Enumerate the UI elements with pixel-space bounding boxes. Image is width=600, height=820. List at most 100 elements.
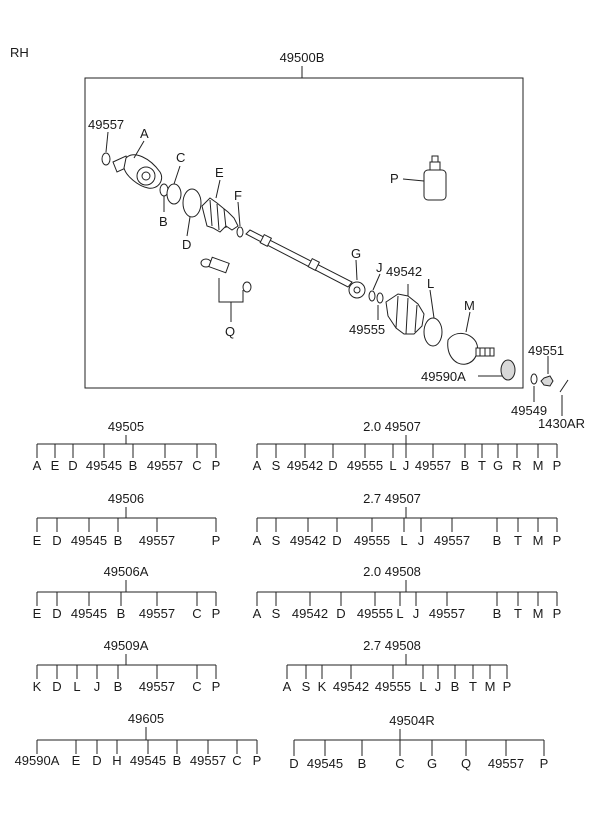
kit-item: E [51,458,60,473]
kit-item: 49557 [415,458,451,473]
kit-item: B [117,606,126,621]
kit-item: R [512,458,521,473]
kit-title: 49506A [104,564,149,579]
kit-item: G [493,458,503,473]
assembly-number: 49500B [280,50,325,65]
callout-a: A [140,126,149,141]
callout-49555: 49555 [349,322,385,337]
kit-item: D [328,458,337,473]
kit-tree-49509A: 49509A K D L J B 49557 C P [33,638,221,694]
kit-item: 49555 [375,679,411,694]
kit-item: M [533,533,544,548]
kit-item: L [400,533,407,548]
kit-item: 49557 [488,756,524,771]
kit-item: 49555 [354,533,390,548]
kit-item: T [514,606,522,621]
kit-item: B [493,533,502,548]
callout-g: G [351,246,361,261]
kit-item: C [192,606,201,621]
kit-item: C [192,458,201,473]
callout-b: B [159,214,168,229]
kit-item: 49555 [357,606,393,621]
boot-e-part [201,197,239,233]
kit-item: 49542 [333,679,369,694]
kit-tree-49507-2-7: 2.7 49507 A S 49542 D 49555 L J 49557 B … [253,491,562,548]
kit-title: 2.0 49508 [363,564,421,579]
kit-item: L [396,606,403,621]
callout-1430AR: 1430AR [538,416,585,431]
kit-item: 49557 [190,753,226,768]
assembly-frame [84,77,524,389]
kit-tree-49605: 49605 49590A E D H 49545 B 49557 C P [15,711,262,768]
band-d-part [182,188,202,218]
tripod-g-part [348,281,366,299]
kit-item: 49557 [147,458,183,473]
kit-item: 49545 [71,606,107,621]
callout-49549: 49549 [511,403,547,418]
kit-title: 49509A [104,638,149,653]
kit-item: D [332,533,341,548]
kit-item: S [302,679,311,694]
callout-q: Q [225,324,235,339]
kit-title: 49504R [389,713,435,728]
kit-item: J [413,606,420,621]
kit-item: A [253,458,262,473]
tripod-q-part [200,256,252,293]
kit-tree-49508-2-0: 2.0 49508 A S 49542 D 49555 L J 49557 B … [253,564,562,621]
kit-item: A [253,606,262,621]
kit-item: 49555 [347,458,383,473]
callout-d: D [182,237,191,252]
nut-part [540,375,554,387]
kit-item: C [192,679,201,694]
kit-item: D [68,458,77,473]
kit-item: T [514,533,522,548]
kit-item: P [212,458,221,473]
kit-item: P [553,533,562,548]
kit-title: 2.7 49508 [363,638,421,653]
leader-lines [105,131,563,416]
kit-item: 49557 [139,606,175,621]
kit-item: J [418,533,425,548]
kit-item: D [52,679,61,694]
kit-item: 49545 [86,458,122,473]
kit-item: B [358,756,367,771]
callout-p: P [390,171,399,186]
callout-c: C [176,150,185,165]
grease-bottle-part [423,155,447,201]
kit-item: D [92,753,101,768]
callouts: 49557 A C B D E F P G J 49542 L M Q 4955… [88,117,585,431]
kit-item: P [553,458,562,473]
kit-item: 49545 [71,533,107,548]
kit-title: 2.0 49507 [363,419,421,434]
callout-f: F [234,188,242,203]
kit-trees: 49505 A E D 49545 B 49557 C P 2.0 49507 … [15,419,562,771]
outer-cv-joint-part [112,154,163,189]
kit-item: 49542 [287,458,323,473]
clip-ring-part [101,152,111,166]
ring-49555-part [376,292,384,304]
kit-item: B [461,458,470,473]
kit-item: H [112,753,121,768]
kit-item: 49590A [15,753,60,768]
ring-49590A-part [500,359,516,381]
side-label: RH [10,45,29,60]
kit-item: B [129,458,138,473]
kit-item: P [540,756,549,771]
kit-item: J [403,458,410,473]
kit-item: P [212,679,221,694]
kit-tree-49505: 49505 A E D 49545 B 49557 C P [33,419,221,473]
kit-item: B [493,606,502,621]
kit-item: T [469,679,477,694]
kit-item: B [173,753,182,768]
kit-item: 49557 [139,533,175,548]
washer-part [530,373,538,385]
kit-item: M [485,679,496,694]
callout-49542: 49542 [386,264,422,279]
kit-item: P [253,753,262,768]
inner-joint-m-part [447,333,495,365]
kit-tree-49508-2-7: 2.7 49508 A S K 49542 49555 L J B T M P [283,638,512,694]
kit-item: D [336,606,345,621]
ring-c-part [166,183,182,205]
kit-item: 49545 [307,756,343,771]
